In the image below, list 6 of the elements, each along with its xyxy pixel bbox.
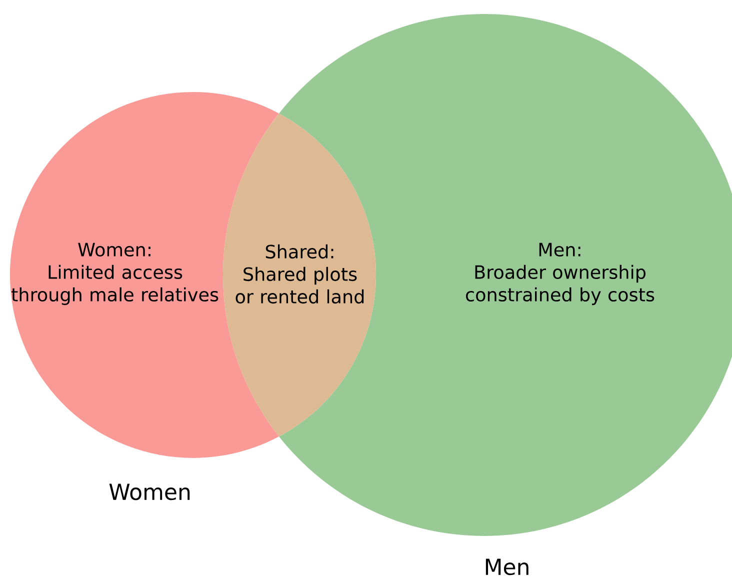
region-label: Shared: Shared plots or rented land: [236, 244, 364, 304]
set-label: Women: [109, 484, 190, 500]
region-label: Men: Broader ownership constrained by costs: [466, 242, 654, 306]
overlap-region: [223, 113, 376, 437]
region-label: Women: Limited access through male relatives: [11, 242, 218, 306]
set-label: Men: [486, 558, 528, 576]
